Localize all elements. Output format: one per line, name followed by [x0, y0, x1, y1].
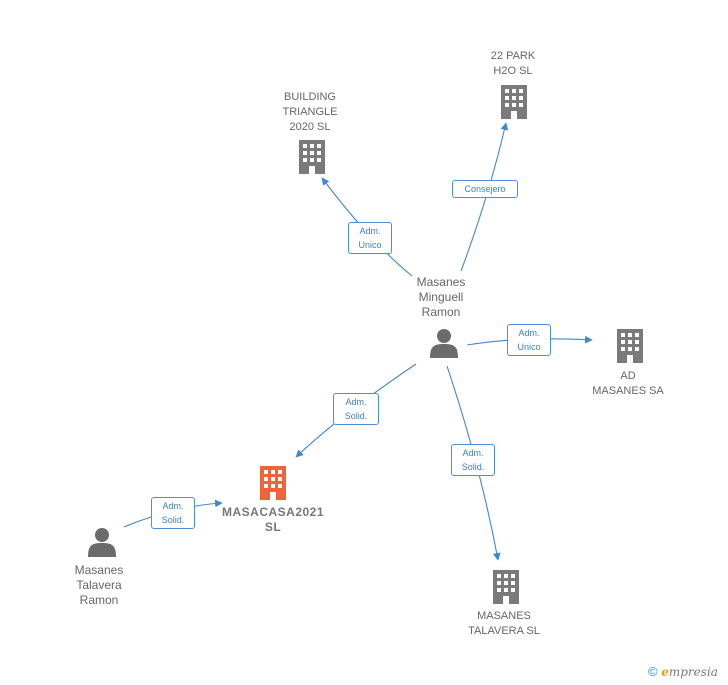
relation-adm-solid-main: Adm. Solid. — [333, 393, 379, 425]
relation-adm-unico-building: Adm. Unico — [348, 222, 392, 254]
person-label-minguell[interactable]: Masanes Minguell Ramon — [416, 275, 466, 319]
building-icon[interactable] — [493, 570, 519, 604]
relation-adm-unico-ad: Adm. Unico — [507, 324, 551, 356]
copyright-icon: © — [648, 664, 658, 679]
company-label-masacasa2021[interactable]: MASACASA2021 SL — [221, 505, 325, 534]
company-label-building-triangle[interactable]: BUILDING TRIANGLE 2020 SL — [282, 91, 338, 133]
person-label-talavera[interactable]: Masanes Talavera Ramon — [74, 563, 124, 607]
company-label-masanes-talavera-sl[interactable]: MASANES TALAVERA SL — [468, 610, 540, 637]
footer-brand: © empresia — [648, 664, 718, 679]
relation-consejero: Consejero — [452, 180, 518, 198]
building-icon[interactable] — [299, 140, 325, 174]
company-label-22-park-h2o[interactable]: 22 PARK H2O SL — [490, 50, 536, 77]
relation-adm-solid-talavera: Adm. Solid. — [151, 497, 195, 529]
building-icon-main[interactable] — [260, 466, 286, 500]
building-icon[interactable] — [617, 329, 643, 363]
relation-adm-solid-talavera-sl: Adm. Solid. — [451, 444, 495, 476]
brand-logo: empresia — [661, 665, 718, 679]
company-label-ad-masanes[interactable]: AD MASANES SA — [592, 370, 664, 397]
building-icon[interactable] — [501, 85, 527, 119]
person-icon[interactable] — [88, 528, 116, 557]
person-icon[interactable] — [430, 329, 458, 358]
